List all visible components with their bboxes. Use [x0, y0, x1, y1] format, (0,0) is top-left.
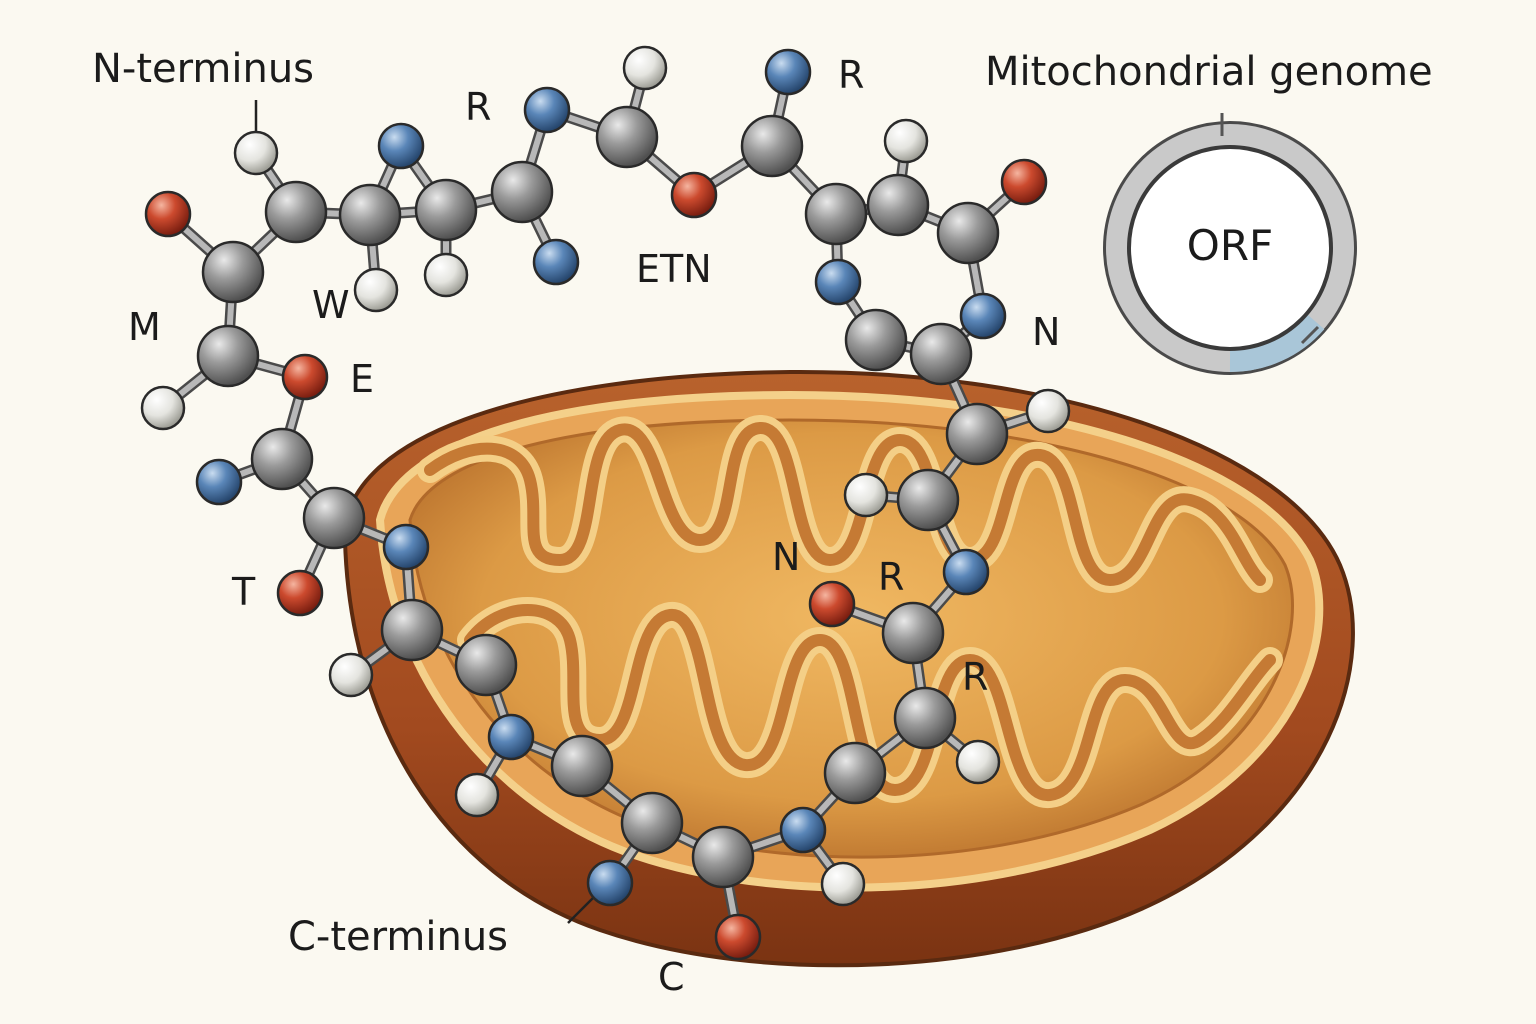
carbon-atom [595, 105, 659, 169]
hydrogen-atom [233, 130, 279, 176]
genome-ring [1103, 121, 1357, 375]
carbon-atom [896, 468, 960, 532]
cristae [417, 415, 1283, 808]
nitrogen-atom [487, 713, 535, 761]
carbon-atom [380, 598, 444, 662]
carbon-atom [338, 183, 402, 247]
oxygen-atom [808, 580, 856, 628]
carbon-atom [740, 114, 804, 178]
mitochondrial-genome: ORF [1103, 113, 1357, 375]
hydrogen-atom [1025, 388, 1071, 434]
carbon-atom [414, 178, 478, 242]
nitrogen-atom [959, 292, 1007, 340]
carbon-atom [866, 173, 930, 237]
carbon-atom [804, 182, 868, 246]
residue-label-etn: ETN [636, 247, 712, 291]
c-terminus-label: C-terminus [288, 914, 508, 960]
carbon-atom [893, 686, 957, 750]
genome-title: Mitochondrial genome [985, 49, 1433, 95]
mitochondrion [342, 369, 1355, 968]
genome-ring-inner [1127, 145, 1333, 351]
genome-ring-highlight [1229, 314, 1325, 373]
hydrogen-atom [820, 861, 866, 907]
nitrogen-atom [195, 458, 243, 506]
nitrogen-atom [779, 806, 827, 854]
hydrogen-atom [955, 739, 1001, 785]
hydrogen-atom [883, 118, 929, 164]
labels: N-terminus Mitochondrial genome C-termin… [92, 46, 1433, 999]
carbon-atom [196, 324, 260, 388]
oxygen-atom [144, 190, 192, 238]
carbon-atom [881, 601, 945, 665]
residue-label-m: M [128, 305, 161, 349]
carbon-atom [823, 741, 887, 805]
carbon-atom [454, 633, 518, 697]
leader-lines [254, 100, 596, 924]
carbon-atom [264, 180, 328, 244]
residue-label-c: C [658, 955, 685, 999]
carbon-atom [250, 427, 314, 491]
carbon-atom [844, 308, 908, 372]
nitrogen-atom [377, 122, 425, 170]
residue-label-r-lower: R [962, 655, 988, 699]
oxygen-atom [1000, 158, 1048, 206]
residue-label-n-right: N [1032, 310, 1060, 354]
carbon-atom [945, 402, 1009, 466]
carbon-atom [490, 160, 554, 224]
carbon-atom [201, 240, 265, 304]
hydrogen-atom [454, 772, 500, 818]
residue-label-r-top: R [465, 85, 491, 129]
nitrogen-atom [523, 86, 571, 134]
carbon-atom [936, 201, 1000, 265]
hydrogen-atom [622, 45, 668, 91]
hydrogen-atom [423, 252, 469, 298]
residue-label-r-top-right: R [838, 53, 864, 97]
hydrogen-atom [328, 652, 374, 698]
nitrogen-atom [814, 258, 862, 306]
nitrogen-atom [764, 48, 812, 96]
residue-label-r-inner: R [878, 555, 904, 599]
hydrogen-atom [353, 267, 399, 313]
nitrogen-atom [382, 523, 430, 571]
residue-label-t: T [231, 570, 256, 614]
carbon-atom [620, 791, 684, 855]
residue-label-w: W [312, 283, 350, 327]
oxygen-atom [714, 913, 762, 961]
hydrogen-atom [140, 385, 186, 431]
oxygen-atom [281, 353, 329, 401]
residue-label-e: E [350, 357, 374, 401]
carbon-atom [302, 486, 366, 550]
oxygen-atom [276, 569, 324, 617]
hydrogen-atom [843, 472, 889, 518]
nitrogen-atom [586, 859, 634, 907]
genome-ring-tick [1300, 325, 1320, 345]
n-terminus-label: N-terminus [92, 46, 314, 92]
orf-label: ORF [1187, 221, 1273, 270]
nitrogen-atom [942, 548, 990, 596]
carbon-atom [550, 734, 614, 798]
nitrogen-atom [532, 238, 580, 286]
residue-label-n-inner: N [772, 535, 800, 579]
carbon-atom [909, 322, 973, 386]
carbon-atom [691, 825, 755, 889]
peptide-atoms [140, 45, 1071, 961]
oxygen-atom [670, 171, 718, 219]
c-terminus-leader [567, 895, 596, 924]
